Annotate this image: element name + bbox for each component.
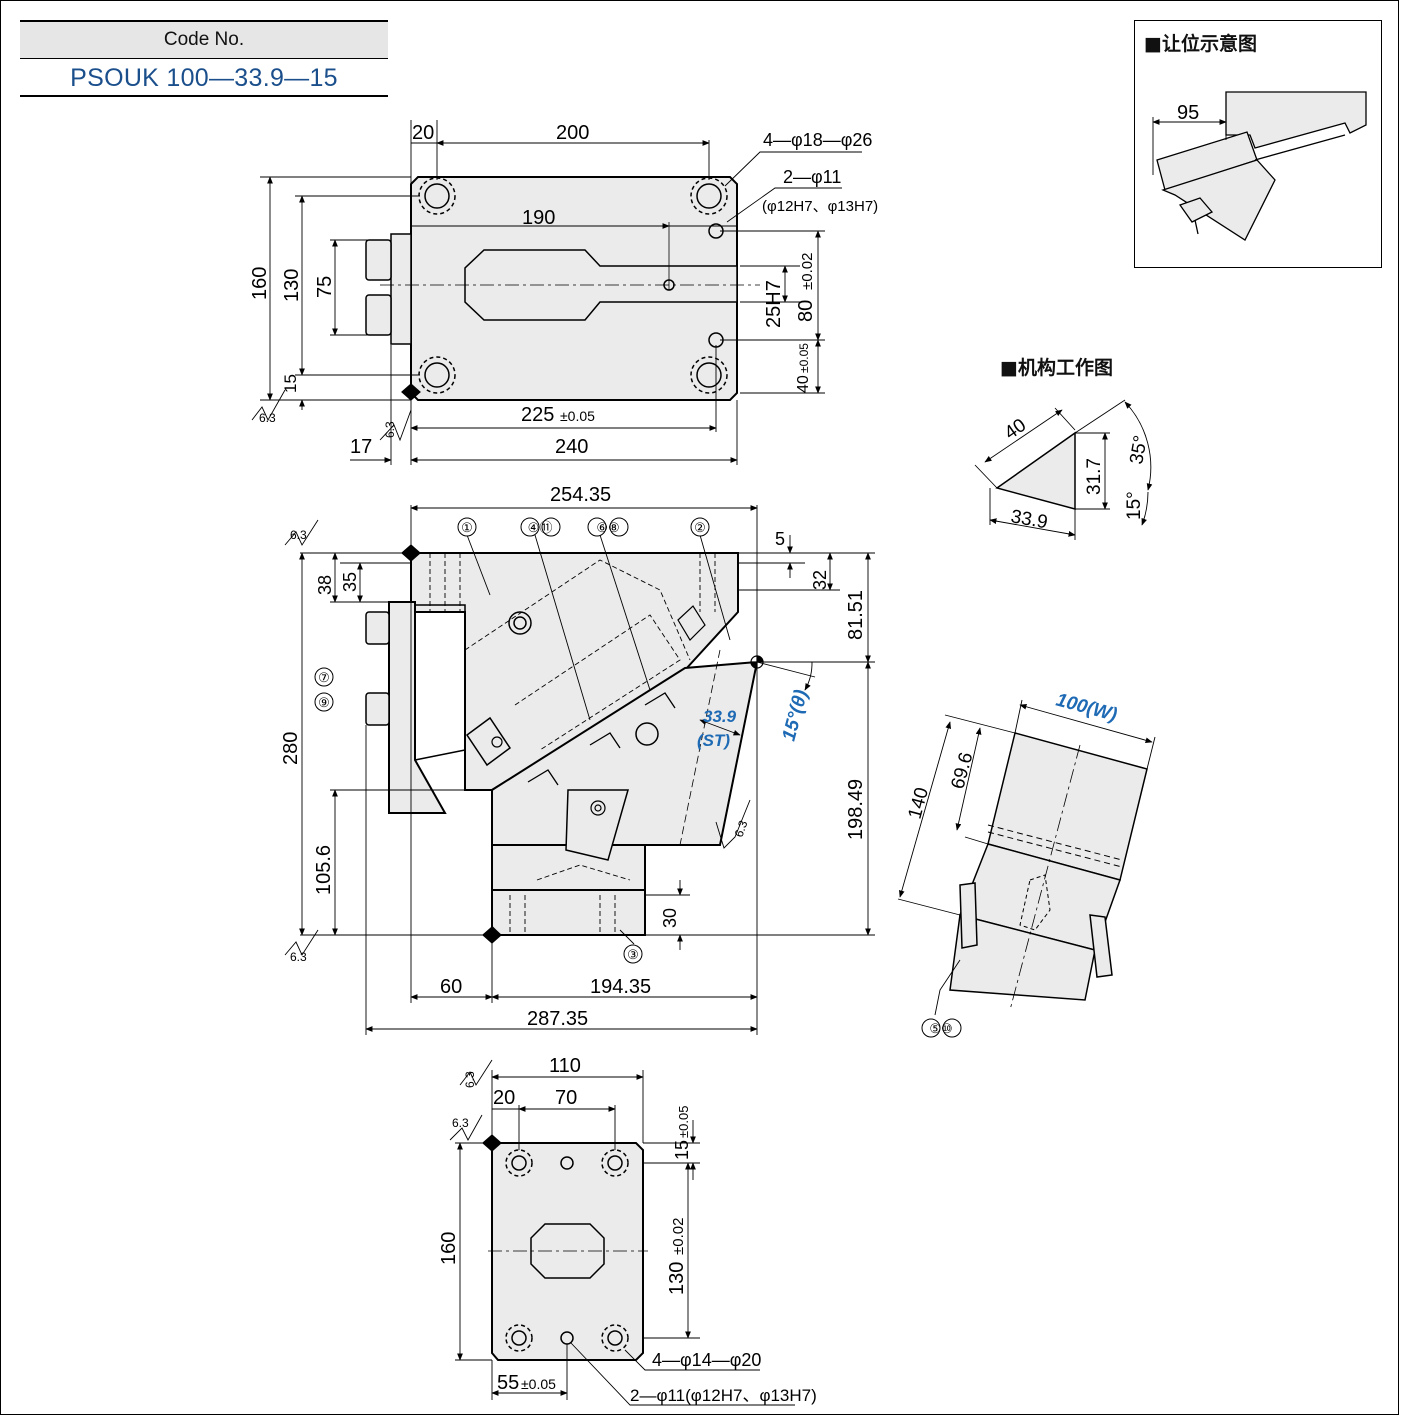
mech-33-9: 33.9 (1009, 506, 1049, 533)
roughness-front-3: 6.3 (732, 818, 751, 839)
code-number-box: Code No. PSOUK 100—33.9—15 (20, 20, 388, 97)
part-7: ⑦ (318, 670, 330, 685)
dim-81-51: 81.51 (845, 590, 867, 640)
dim-198-49: 198.49 (845, 779, 867, 840)
clearance-caption: ■让位示意图 (1144, 33, 1257, 55)
mechanism-sketch (974, 399, 1153, 540)
mech-40: 40 (1001, 415, 1030, 444)
bottom-view (449, 1059, 795, 1406)
holes-4-phi14: 4—φ14—φ20 (652, 1350, 761, 1370)
dim-95: 95 (1177, 102, 1199, 124)
dim-190: 190 (522, 207, 555, 229)
dim-20-b: 20 (493, 1087, 515, 1109)
holes-4-phi18: 4—φ18—φ26 (763, 130, 872, 150)
part-6-8: ⑥⑧ (596, 520, 619, 535)
iso-140: 140 (905, 785, 933, 821)
dim-130-b: 130 (666, 1262, 688, 1295)
top-view-labels: 20 200 190 160 130 75 15 17 225 ±0.05 24… (249, 122, 878, 458)
dim-110: 110 (549, 1055, 581, 1077)
dim-75: 75 (314, 276, 336, 298)
tol-80: ±0.02 (799, 253, 816, 290)
roughness-top-mid: 6.3 (383, 421, 397, 438)
mechanism-caption: ■机构工作图 (1000, 357, 1113, 379)
dim-40: 40 (795, 375, 812, 393)
tol-225: ±0.05 (560, 408, 595, 424)
dim-15-b: 15 (672, 1140, 692, 1160)
part-3: ③ (627, 947, 639, 962)
roughness-top-left: 6.3 (259, 411, 276, 425)
dim-70: 70 (555, 1087, 577, 1109)
dim-20: 20 (412, 122, 434, 144)
stroke-value: 33.9 (703, 707, 737, 726)
roughness-front-2: 6.3 (290, 950, 307, 964)
top-view (251, 120, 862, 465)
holes-2-phi11-tol: (φ12H7、φ13H7) (762, 198, 878, 215)
dim-17: 17 (350, 436, 372, 458)
roughness-bottom-1: 6.3 (463, 1071, 477, 1088)
dim-15: 15 (281, 374, 300, 393)
dim-25h7: 25H7 (763, 280, 785, 328)
holes-2-phi11: 2—φ11 (783, 167, 841, 187)
iso-69-6: 69.6 (948, 750, 978, 791)
dim-160-b: 160 (438, 1232, 460, 1265)
code-value: PSOUK 100—33.9—15 (20, 59, 388, 97)
stroke-label: (ST) (697, 731, 730, 750)
dim-30: 30 (660, 908, 680, 928)
dim-160: 160 (249, 267, 271, 300)
tol-40: ±0.05 (797, 343, 811, 373)
tol-130-b: ±0.02 (670, 1218, 687, 1255)
tol-15-b: ±0.05 (676, 1106, 691, 1138)
dim-60: 60 (440, 976, 462, 998)
dim-130: 130 (281, 269, 303, 302)
dim-225: 225 (521, 404, 554, 426)
dim-35: 35 (340, 572, 360, 592)
dim-254-35: 254.35 (550, 484, 611, 506)
holes-2-phi11-b: 2—φ11(φ12H7、φ13H7) (630, 1386, 817, 1405)
front-view (284, 505, 875, 1035)
clearance-sketch (1152, 91, 1367, 241)
dim-200: 200 (556, 122, 589, 144)
dim-80: 80 (795, 300, 817, 322)
part-9: ⑨ (318, 695, 330, 710)
mech-15-deg: 15° (1124, 491, 1145, 520)
code-label: Code No. (20, 20, 388, 59)
dim-32: 32 (810, 570, 830, 590)
dim-280: 280 (280, 732, 302, 765)
part-1: ① (461, 520, 473, 535)
dim-240: 240 (555, 436, 588, 458)
dim-194-35: 194.35 (590, 976, 651, 998)
roughness-bottom-2: 6.3 (452, 1116, 469, 1130)
tol-55: ±0.05 (521, 1376, 556, 1392)
dim-287-35: 287.35 (527, 1008, 588, 1030)
iso-width: 100(W) (1054, 690, 1120, 726)
angle-label: 15°(θ) (779, 688, 813, 744)
bottom-view-labels: 110 20 70 15 ±0.05 160 130 ±0.02 55 ±0.0… (438, 1055, 817, 1405)
dim-5: 5 (775, 529, 785, 549)
dim-38: 38 (315, 575, 335, 595)
part-4-11: ④⑪ (528, 520, 553, 535)
dim-105-6: 105.6 (313, 845, 335, 895)
dim-55: 55 (497, 1372, 519, 1394)
part-2: ② (694, 520, 706, 535)
mech-35-deg: 35° (1126, 434, 1152, 466)
roughness-front-1: 6.3 (290, 528, 307, 542)
iso-view (897, 699, 1156, 1016)
iso-parts: ⑤⑩ (929, 1021, 952, 1036)
mech-31-7: 31.7 (1084, 458, 1105, 495)
